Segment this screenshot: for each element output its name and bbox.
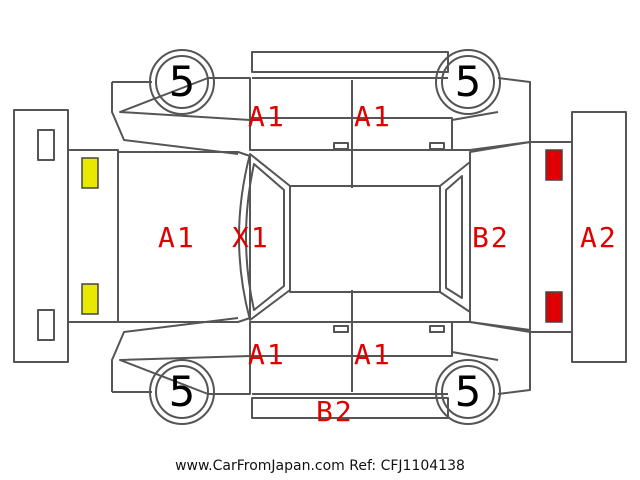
- front-lamp-top: [81, 157, 99, 189]
- tire-front-right-grade: 5: [168, 367, 196, 416]
- code-windshield: X1: [232, 221, 270, 254]
- top-rear-handle: [429, 142, 445, 150]
- code-bottom-rear-door: A1: [354, 338, 392, 371]
- top-door-panel: [249, 117, 453, 151]
- bottom-rear-handle: [429, 325, 445, 333]
- top-rocker: [251, 51, 449, 73]
- windshield-inner: [245, 163, 285, 311]
- tire-front-right-inner: [155, 365, 209, 419]
- rear-lamp-top: [545, 149, 563, 181]
- windshield: [238, 153, 291, 321]
- tire-rear-right-grade: 5: [454, 367, 482, 416]
- code-top-front-door: A1: [248, 100, 286, 133]
- tire-front-right-outer: [149, 359, 215, 425]
- rear-lamp-bottom: [545, 291, 563, 323]
- tire-rear-left-grade: 5: [454, 57, 482, 106]
- code-trunk: B2: [472, 221, 510, 254]
- bottom-front-handle: [333, 325, 349, 333]
- tire-rear-left-outer: [435, 49, 501, 115]
- front-bumper: [13, 109, 69, 363]
- tire-front-left-inner: [155, 55, 209, 109]
- tire-front-left-outer: [149, 49, 215, 115]
- tire-rear-right-outer: [435, 359, 501, 425]
- code-rear-bumper: A2: [580, 221, 618, 254]
- rear-window: [439, 161, 471, 313]
- tire-rear-right-inner: [441, 365, 495, 419]
- roof: [289, 185, 441, 293]
- tire-rear-left-inner: [441, 55, 495, 109]
- top-front-handle: [333, 142, 349, 150]
- code-hood: A1: [158, 221, 196, 254]
- front-lamp-bottom: [81, 283, 99, 315]
- rear-bumper: [571, 111, 627, 363]
- bottom-door-panel: [249, 321, 453, 357]
- code-bottom-front-door: A1: [248, 338, 286, 371]
- rear-window-inner: [445, 175, 463, 299]
- watermark-footer: www.CarFromJapan.com Ref: CFJ1104138: [175, 458, 465, 474]
- tire-front-left-grade: 5: [168, 57, 196, 106]
- front-bumper-slot-bottom: [37, 309, 55, 341]
- code-top-rear-door: A1: [354, 100, 392, 133]
- code-bottom-rocker: B2: [316, 395, 354, 428]
- front-bumper-slot-top: [37, 129, 55, 161]
